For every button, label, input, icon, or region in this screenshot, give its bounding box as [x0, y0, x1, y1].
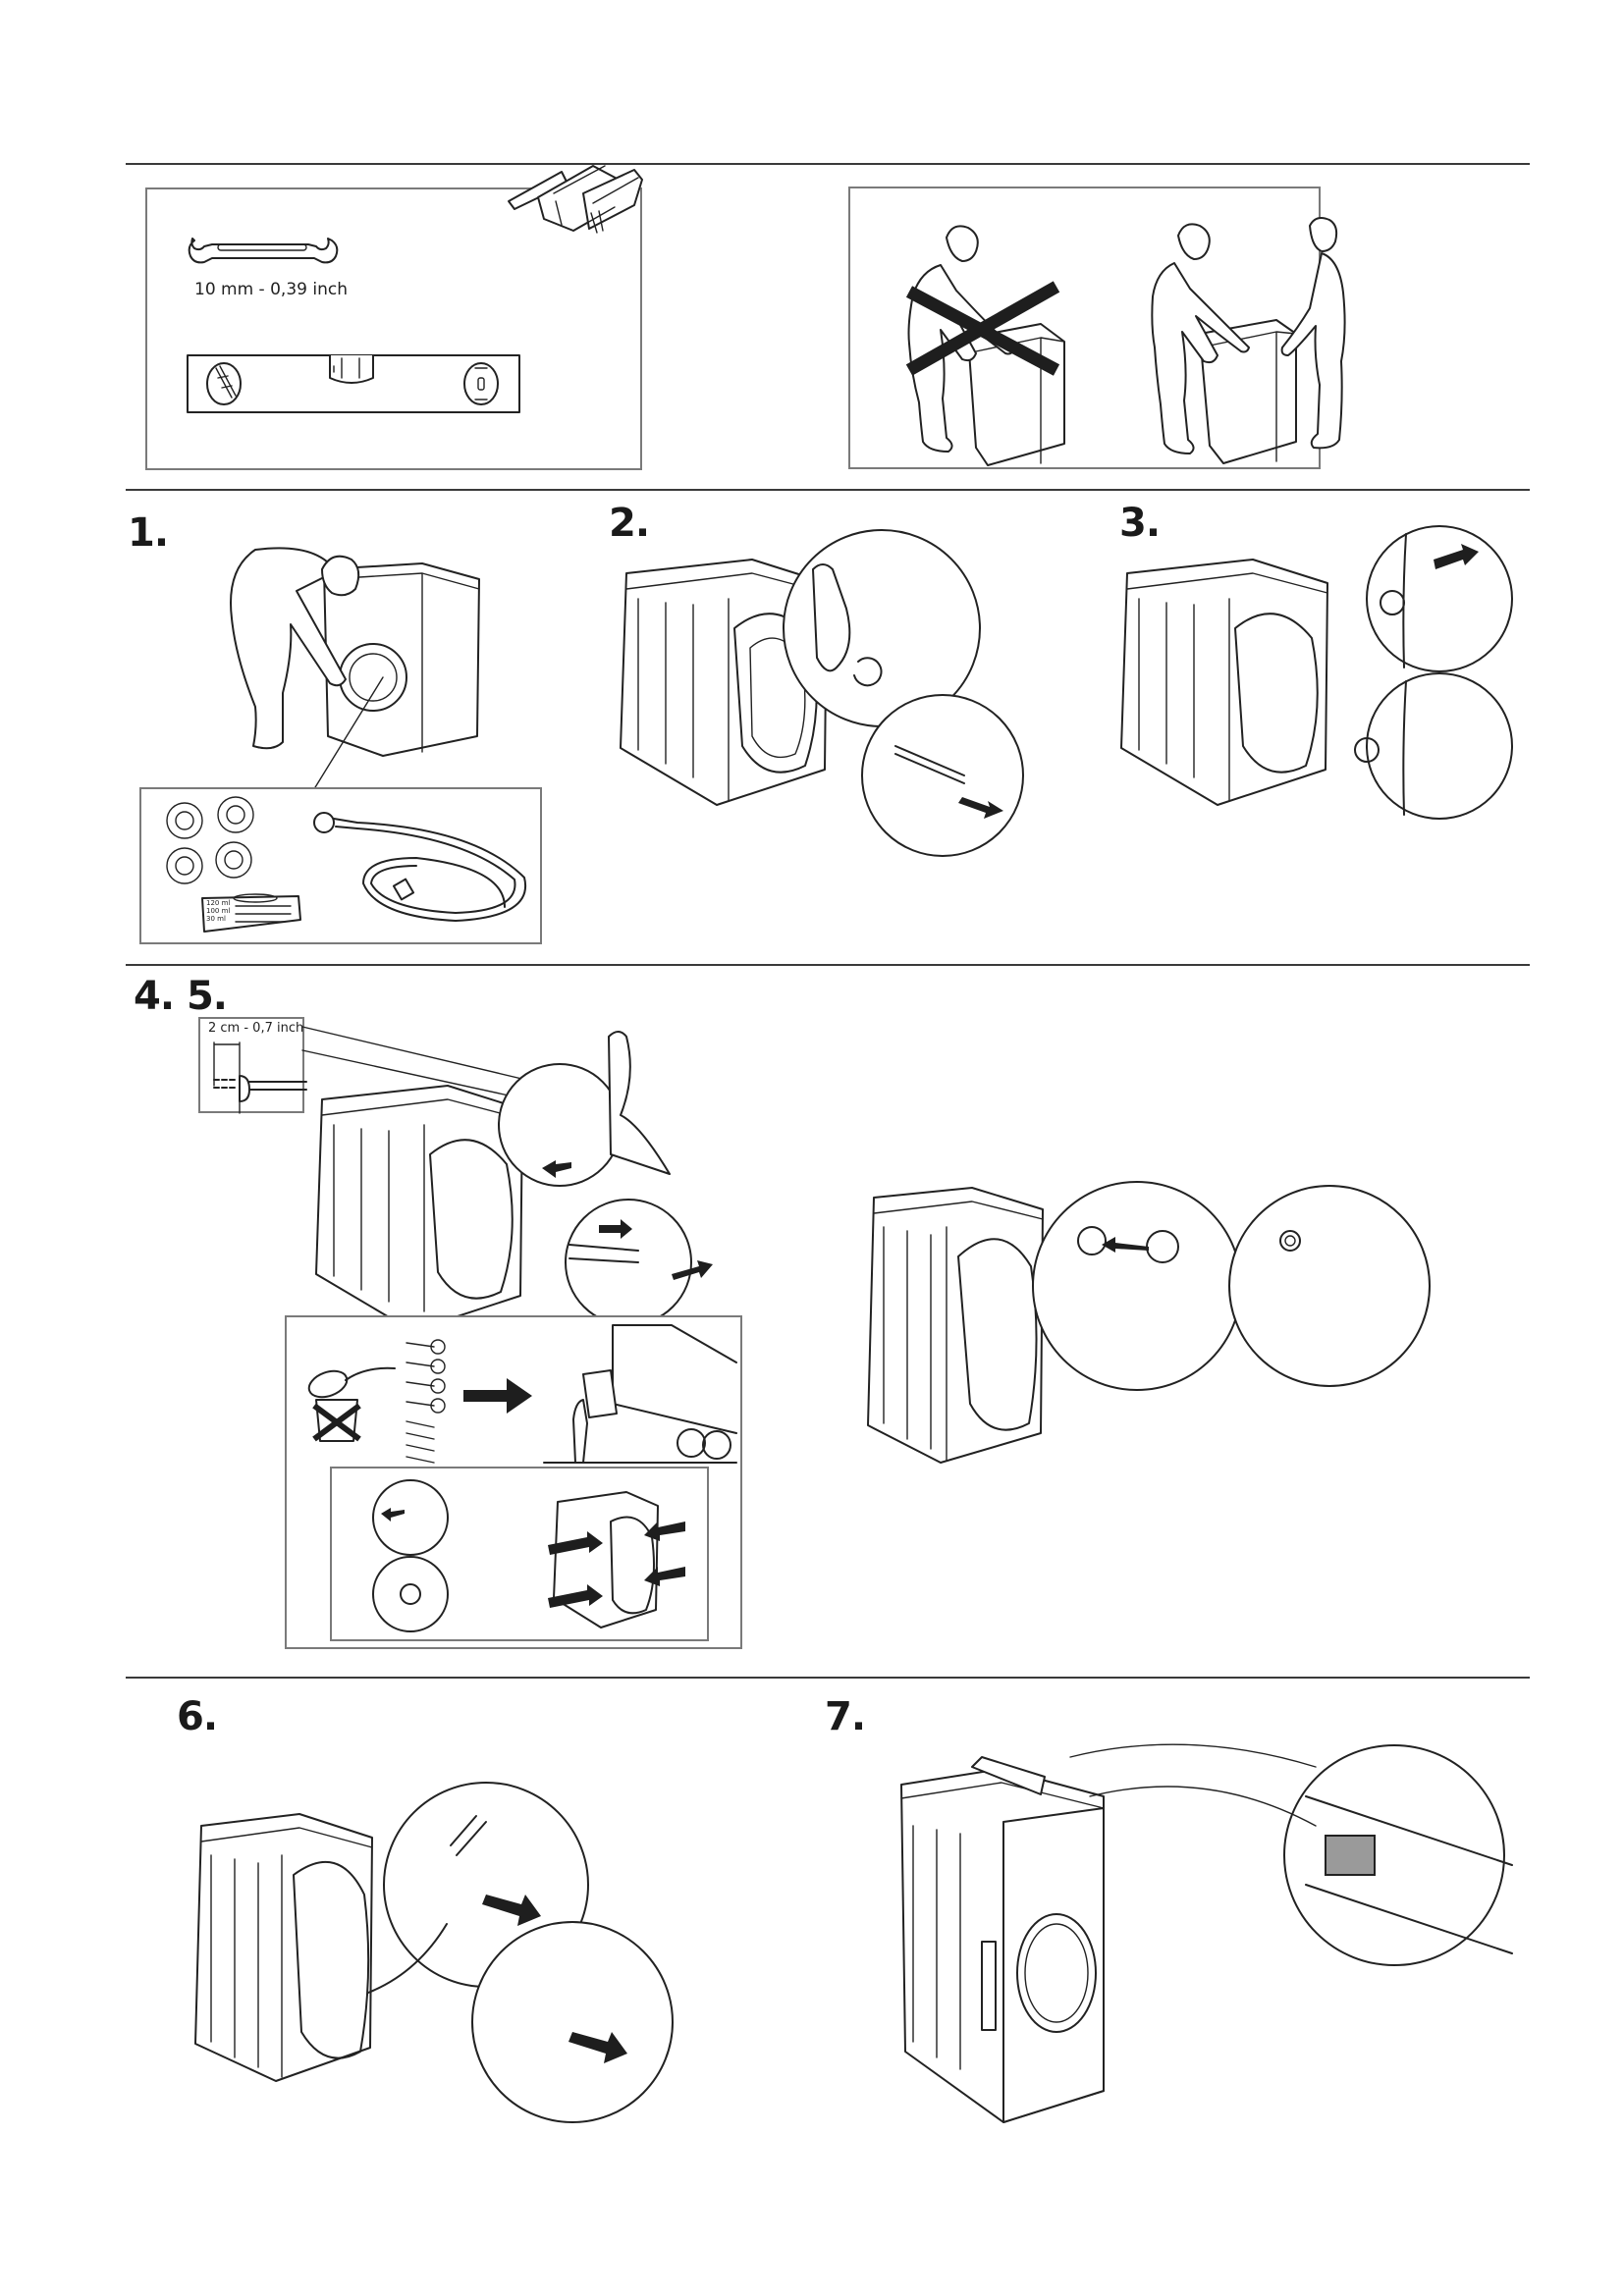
- hand-wrench-detail: [372, 1479, 449, 1632]
- step-7-level-machine-illustration: [900, 1743, 1513, 2123]
- transit-bolts-icon: [406, 1339, 446, 1464]
- step-number-6: 6.: [177, 1694, 218, 1739]
- step-number-7: 7.: [825, 1694, 866, 1739]
- step-number-2: 2.: [609, 501, 650, 546]
- step-4-store-bolts-subpanel: [330, 1467, 709, 1641]
- step-6-release-hoses-illustration: [194, 1782, 674, 2123]
- step-number-1: 1.: [128, 510, 169, 556]
- two-person-lift-correct: [1151, 217, 1346, 464]
- dimension-diagram: [213, 1041, 307, 1114]
- label-sheet-icon: [201, 893, 301, 933]
- inlet-hose-icon: [313, 812, 527, 922]
- wrench-size-label: 10 mm - 0,39 inch: [194, 280, 348, 299]
- label-sheet-line-3: 30 ml: [206, 915, 226, 923]
- arrow-right-icon: [463, 1378, 532, 1414]
- step-2-loosen-bolts-illustration: [620, 529, 1024, 857]
- label-sheet-line-2: 100 ml: [206, 907, 231, 915]
- lifting-panel: [848, 187, 1346, 469]
- prohibited-cross-icon: [905, 281, 1060, 376]
- step-5-insert-caps-illustration: [867, 1181, 1431, 1464]
- tools-panel: 10 mm - 0,39 inch: [145, 165, 643, 470]
- step-number-3: 3.: [1119, 501, 1161, 546]
- step-4-transport-panel: [285, 1315, 742, 1649]
- step-4-remove-bolts-illustration: [315, 1031, 713, 1332]
- dimension-label: 2 cm - 0,7 inch: [208, 1021, 304, 1036]
- section-rule-2: [126, 964, 1530, 966]
- step-3-remove-clips-illustration: [1120, 525, 1513, 820]
- step-number-4-5: 4. 5.: [134, 974, 228, 1019]
- spirit-level-icon: [187, 354, 520, 413]
- machine-rear-arrows: [548, 1491, 685, 1629]
- wrench-icon: [188, 238, 339, 264]
- truck-loading-icon: [543, 1324, 737, 1464]
- label-sheet-line-1: 120 ml: [206, 899, 231, 907]
- foot-caps-icon: [166, 796, 254, 884]
- dimension-callout-panel: 2 cm - 0,7 inch: [198, 1017, 307, 1114]
- step-1-accessories-panel: 120 ml 100 ml 30 ml: [139, 787, 542, 944]
- section-rule-top: [126, 163, 1530, 165]
- discard-bin-icon: [307, 1366, 396, 1442]
- toolbox-icon: [508, 165, 643, 234]
- section-rule-1: [126, 489, 1530, 491]
- section-rule-3: [126, 1677, 1530, 1679]
- step-1-unpacking-illustration: [230, 547, 480, 806]
